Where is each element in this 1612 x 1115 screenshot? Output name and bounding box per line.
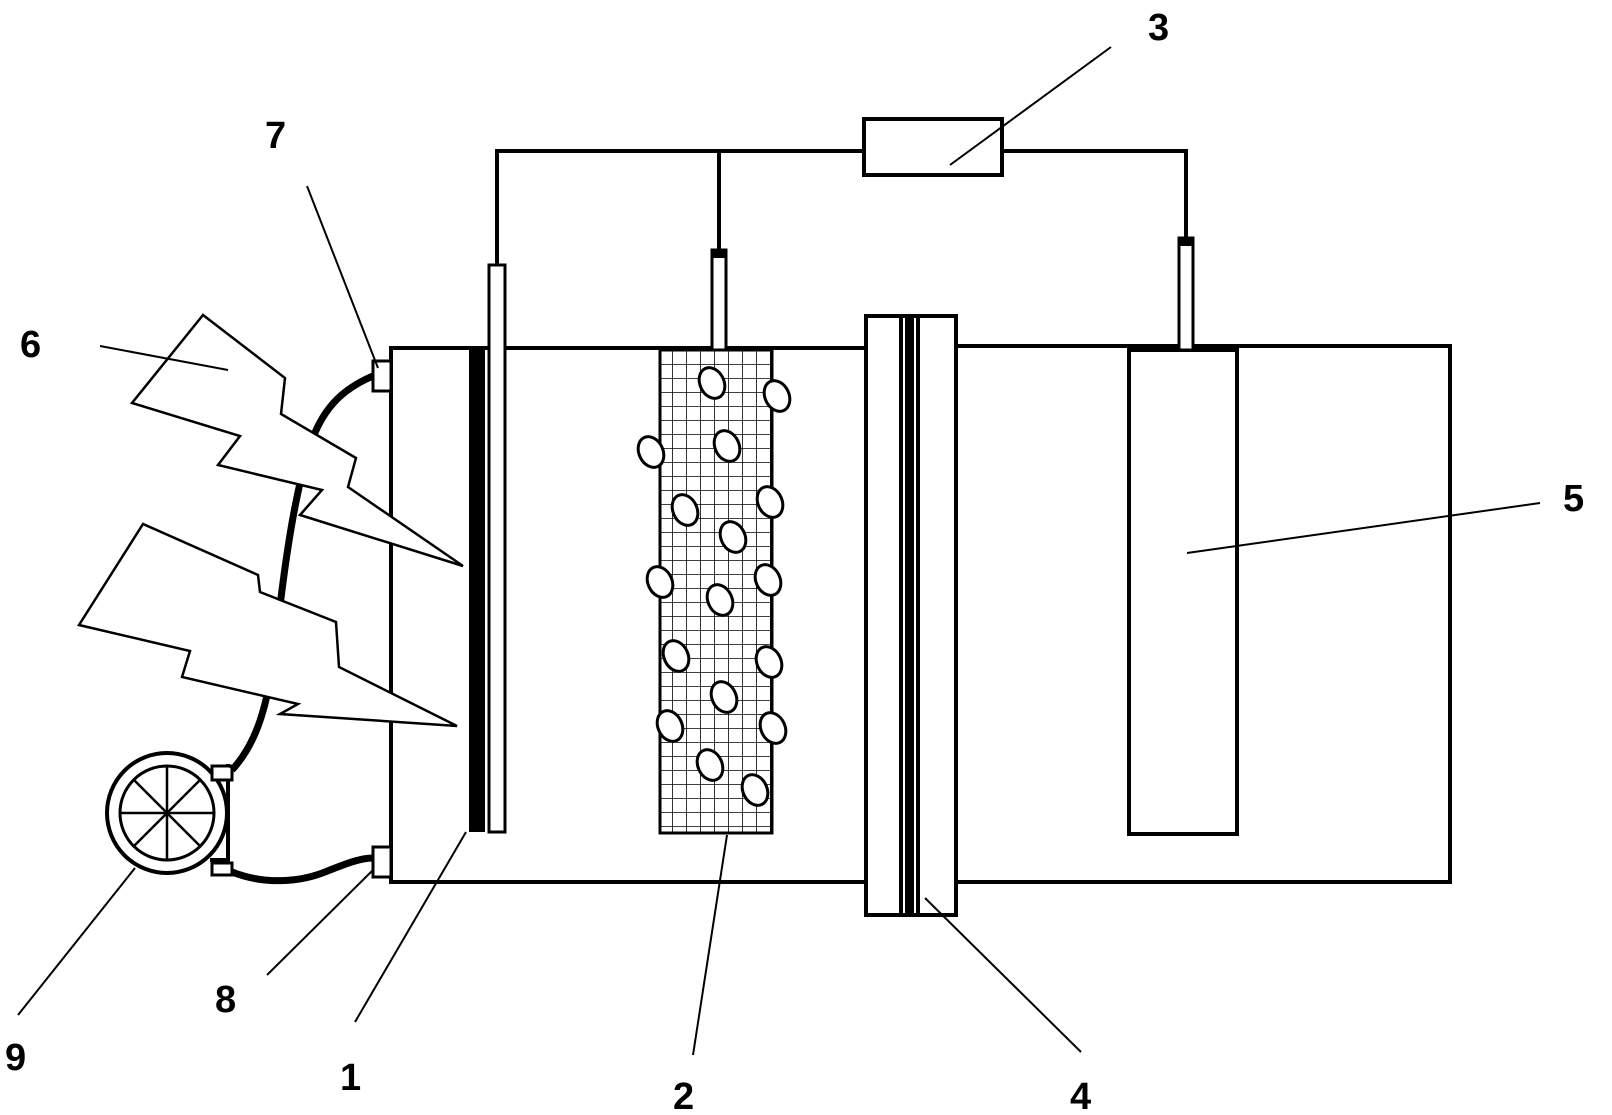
microbe-particle: [636, 435, 666, 469]
microbe-particle: [709, 680, 739, 714]
callout-2: 2: [673, 1076, 694, 1115]
microbe-particle: [705, 583, 735, 617]
microbe-particle: [670, 493, 700, 527]
microbe-particle: [712, 429, 742, 463]
light-bolt-upper: [129, 313, 464, 568]
leader-lines: [17, 46, 1541, 1056]
separator-membrane: [864, 314, 958, 917]
callout-1: 1: [340, 1057, 361, 1099]
return-tube: [229, 372, 375, 773]
reactor-left-chamber: [389, 346, 868, 884]
light-irradiation: [77, 313, 464, 728]
external-circuit: [495, 149, 1188, 265]
inlet-port-top: [371, 359, 393, 393]
callout-8: 8: [215, 979, 236, 1021]
microbe-particle: [695, 748, 725, 782]
microbe-particle: [753, 563, 783, 597]
controller-box: [862, 117, 1004, 177]
microbe-particle: [718, 520, 748, 554]
microbe-particle: [645, 565, 675, 599]
circulation-pump: [105, 751, 234, 877]
microbe-particle: [697, 366, 727, 400]
callout-6: 6: [20, 324, 41, 366]
microbe-particle: [661, 639, 691, 673]
cathode-electrode: [1127, 236, 1239, 836]
microbe-particle: [740, 773, 770, 807]
photoanode-electrode: [469, 263, 507, 834]
microbe-particle: [762, 379, 792, 413]
light-bolt-lower: [77, 522, 458, 728]
microbe-particles: [636, 366, 792, 807]
callout-7: 7: [265, 115, 286, 157]
microbe-particle: [758, 711, 788, 745]
outlet-port-bottom: [371, 845, 393, 879]
callout-5: 5: [1563, 478, 1584, 520]
microbe-particle: [754, 645, 784, 679]
callout-9: 9: [5, 1037, 26, 1079]
callout-4: 4: [1070, 1076, 1091, 1115]
microbe-particle: [755, 485, 785, 519]
microbe-particle: [655, 709, 685, 743]
mesh-electrode: [658, 248, 774, 835]
callout-3: 3: [1148, 7, 1169, 49]
feed-tube: [230, 854, 374, 885]
